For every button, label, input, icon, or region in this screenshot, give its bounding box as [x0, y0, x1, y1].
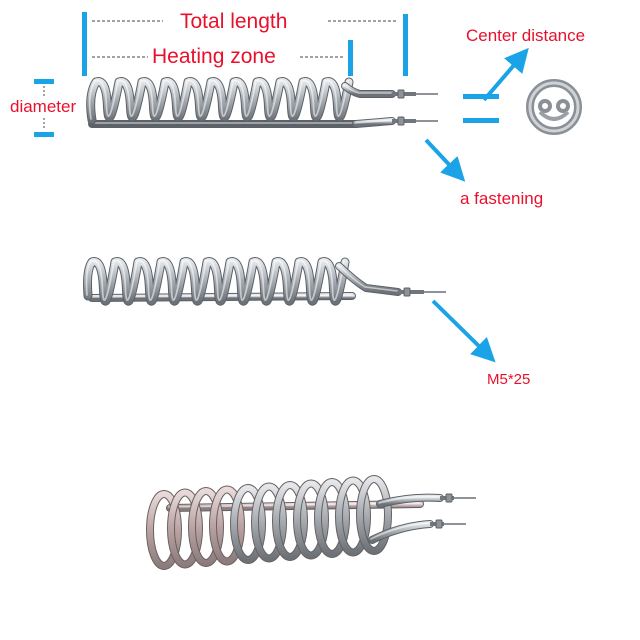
lead-top-highlight — [378, 495, 440, 504]
coil-ring — [210, 486, 244, 565]
perspective-coil-heater — [146, 475, 476, 570]
lead-top — [377, 494, 443, 507]
center-distance-arrow — [482, 47, 529, 102]
coil-spiral-highlight — [88, 79, 349, 120]
lead-bottom-highlight — [354, 119, 392, 124]
dimension-markers — [34, 12, 529, 363]
fastening-arrow — [424, 138, 466, 182]
terminal-bottom-nut — [397, 116, 405, 126]
coil-ring — [189, 488, 223, 566]
total-length-label: Total length — [180, 10, 288, 33]
coil-ring — [252, 483, 286, 562]
coil-ring — [168, 489, 202, 568]
coil-ring — [273, 482, 307, 560]
center-distance-bottom-bar — [463, 118, 499, 123]
lead-top-highlight — [343, 84, 392, 94]
coil-ring — [336, 477, 370, 556]
lead-highlight — [337, 264, 398, 292]
coil-ring — [294, 480, 328, 559]
single-ended-coil-heater — [83, 257, 446, 306]
terminal-top-nut — [397, 89, 405, 99]
coil-ring — [147, 491, 181, 569]
terminal-nut — [403, 287, 411, 297]
coil-ring — [231, 485, 265, 563]
heating-zone-label: Heating zone — [152, 45, 276, 68]
double-ended-coil-heater — [86, 77, 438, 128]
diameter-top-bar — [34, 79, 54, 84]
thread-size-arrow — [431, 299, 496, 363]
heating-zone-right-bar — [348, 40, 353, 76]
lead-bottom — [369, 521, 433, 543]
lead-bottom — [353, 118, 395, 127]
lead-bottom-highlight — [370, 522, 430, 540]
diameter-bottom-bar — [34, 132, 54, 137]
thread-size-label: M5*25 — [487, 371, 531, 388]
fastening-label: a fastening — [460, 189, 544, 208]
coil-spiral-highlight — [85, 259, 345, 301]
diameter-label: diameter — [10, 97, 77, 116]
terminal-top-nut — [445, 493, 453, 503]
center-distance-top-bar — [463, 94, 499, 99]
total-length-left-bar — [82, 12, 87, 76]
coil-ring — [315, 479, 349, 557]
center-distance-label: Center distance — [466, 26, 586, 45]
coil-ring — [357, 476, 391, 554]
total-length-right-bar — [403, 14, 408, 76]
terminal-bottom-nut — [435, 519, 443, 529]
end-view-circle — [526, 79, 582, 135]
